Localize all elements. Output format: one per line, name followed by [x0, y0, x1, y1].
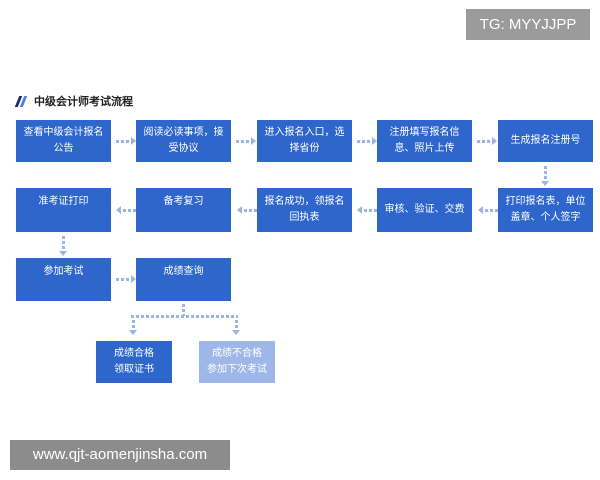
- step-take-exam: 参加考试: [16, 258, 111, 301]
- arrow-6-7: [478, 206, 500, 214]
- step-generate-number: 生成报名注册号: [498, 120, 593, 162]
- step-print-admission: 准考证打印: [16, 188, 111, 232]
- arrow-to-fail: [232, 320, 240, 335]
- arrow-3-4: [357, 137, 377, 145]
- arrow-5-6: [541, 166, 549, 186]
- step-review-pay: 审核、验证、交费: [377, 188, 472, 232]
- step-registration-success: 报名成功，领报名 回执表: [257, 188, 352, 232]
- arrow-7-8: [357, 206, 379, 214]
- double-slash-icon: [14, 95, 28, 107]
- arrow-11-12: [116, 275, 136, 283]
- arrow-10-11: [59, 236, 67, 256]
- step-register-info: 注册填写报名信 息、照片上传: [377, 120, 472, 162]
- step-print-form: 打印报名表，单位 盖章、个人签字: [498, 188, 593, 232]
- watermark-top: TG: MYYJJPP: [466, 9, 590, 40]
- arrow-8-9: [237, 206, 259, 214]
- arrow-4-5: [477, 137, 497, 145]
- page-title: 中级会计师考试流程: [34, 95, 133, 108]
- step-pass-certificate: 成绩合格 领取证书: [96, 341, 172, 383]
- step-read-agreement: 阅读必读事项，接 受协议: [136, 120, 231, 162]
- branch-connector-bar: [131, 315, 238, 318]
- step-view-announcement: 查看中级会计报名 公告: [16, 120, 111, 162]
- watermark-bottom: www.qjt-aomenjinsha.com: [10, 440, 230, 470]
- arrow-2-3: [236, 137, 256, 145]
- arrow-1-2: [116, 137, 136, 145]
- arrow-9-10: [116, 206, 138, 214]
- step-enter-portal: 进入报名入口，选 择省份: [257, 120, 352, 162]
- step-fail-retake: 成绩不合格 参加下次考试: [199, 341, 275, 383]
- branch-connector-stem: [182, 304, 185, 316]
- step-check-score: 成绩查询: [136, 258, 231, 301]
- step-exam-prep: 备考复习: [136, 188, 231, 232]
- title-block: 中级会计师考试流程: [14, 92, 133, 110]
- arrow-to-pass: [129, 320, 137, 335]
